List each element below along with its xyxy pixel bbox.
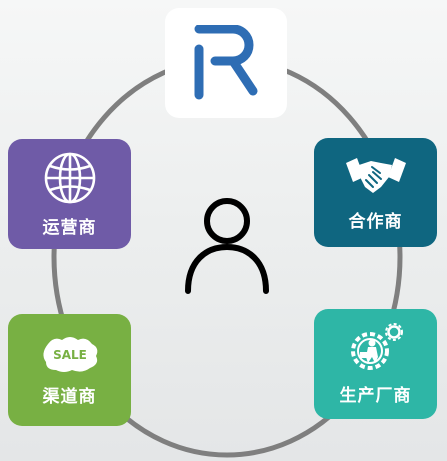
node-channel: SALE 渠道商 — [8, 314, 131, 426]
worker-gear-icon — [350, 322, 403, 370]
globe-icon — [44, 152, 95, 203]
node-manufacturer: 生产厂商 — [314, 309, 437, 419]
sale-badge-text: SALE — [53, 348, 87, 362]
node-label-manufacturer: 生产厂商 — [339, 385, 412, 406]
user-icon — [185, 198, 269, 294]
node-operator: 运营商 — [8, 139, 131, 249]
sale-badge-icon: SALE — [42, 336, 97, 372]
handshake-icon — [345, 158, 406, 193]
node-label-operator: 运营商 — [42, 217, 97, 238]
r-logo-icon — [194, 25, 258, 100]
node-partner: 合作商 — [314, 138, 437, 247]
node-label-channel: 渠道商 — [42, 386, 97, 407]
node-label-partner: 合作商 — [348, 212, 403, 232]
logo-card — [165, 8, 287, 118]
